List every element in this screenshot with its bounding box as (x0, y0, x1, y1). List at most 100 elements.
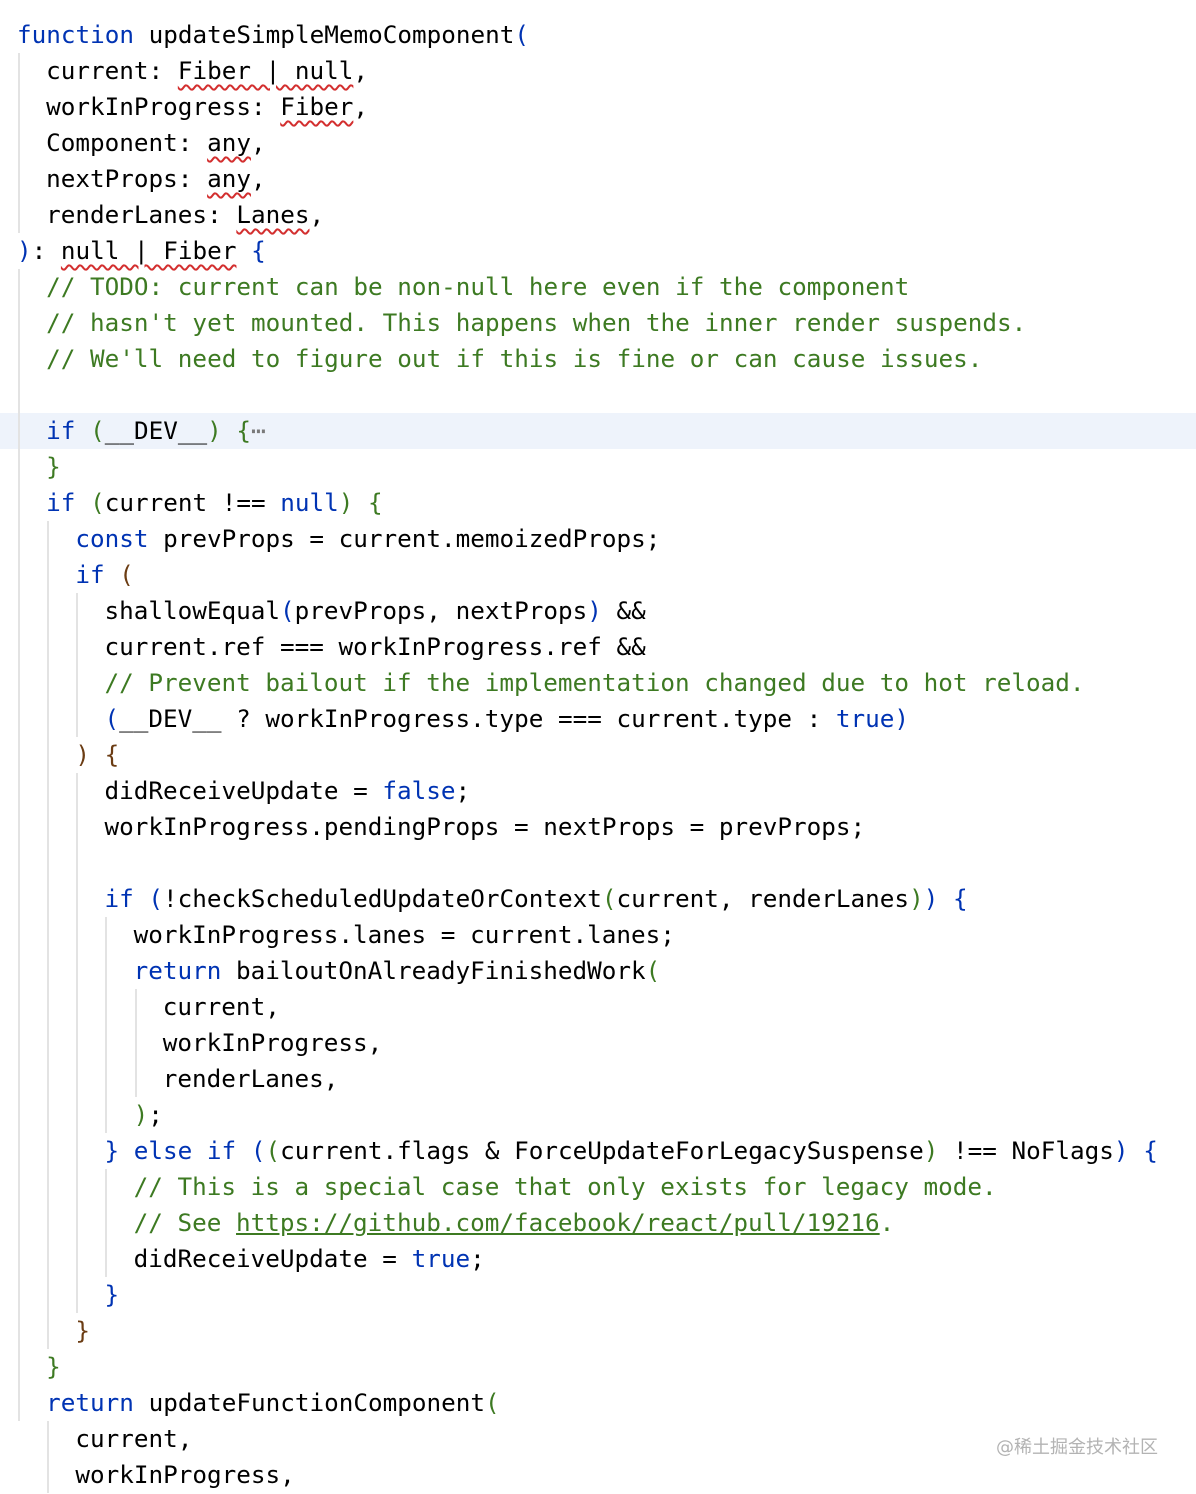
code-line[interactable]: return bailoutOnAlreadyFinishedWork( (0, 953, 1196, 989)
code-token (192, 1136, 207, 1165)
code-token: updateFunctionComponent (133, 1388, 486, 1417)
code-line[interactable]: // TODO: current can be non-null here ev… (0, 269, 1196, 305)
code-token (75, 488, 90, 517)
comment-token: // We'll need to figure out if this is f… (46, 344, 983, 373)
indent-guide (105, 917, 108, 1133)
code-token: __DEV__ (104, 416, 208, 445)
comment-token: // See (133, 1208, 237, 1237)
code-token: workInProgress.lanes = current.lanes; (133, 920, 675, 949)
code-line[interactable]: didReceiveUpdate = false; (0, 773, 1196, 809)
code-line-content: workInProgress, (75, 1457, 294, 1493)
code-line-content: // This is a special case that only exis… (134, 1169, 997, 1205)
code-line[interactable]: const prevProps = current.memoizedProps; (0, 521, 1196, 557)
watermark: @稀土掘金技术社区 (996, 1437, 1158, 1458)
code-line[interactable]: // This is a special case that only exis… (0, 1169, 1196, 1205)
link[interactable]: https://github.com/facebook/react/pull/1… (236, 1208, 880, 1237)
code-token: workInProgress.pendingProps = nextProps … (104, 812, 866, 841)
code-line[interactable]: } (0, 1349, 1196, 1385)
code-line-content: ): null | Fiber { (17, 233, 266, 269)
keyword-token: const (75, 524, 149, 553)
code-line[interactable]: } (0, 449, 1196, 485)
code-token: current, (162, 992, 280, 1021)
code-line[interactable]: current, (0, 1421, 1196, 1457)
code-line[interactable]: current.ref === workInProgress.ref && (0, 629, 1196, 665)
code-line-content: current: Fiber | null, (46, 53, 368, 89)
code-line[interactable]: return updateFunctionComponent( (0, 1385, 1196, 1421)
code-line[interactable]: if (current !== null) { (0, 485, 1196, 521)
indent-guide (134, 989, 137, 1097)
code-line[interactable]: current, (0, 989, 1196, 1025)
code-line[interactable]: ): null | Fiber { (0, 233, 1196, 269)
keyword-token: if (46, 488, 76, 517)
code-line[interactable]: current: Fiber | null, (0, 53, 1196, 89)
bracket: { (1143, 1136, 1158, 1165)
code-line-content: renderLanes: Lanes, (46, 197, 324, 233)
code-line-content: } (104, 1277, 119, 1313)
fold-ellipsis-icon[interactable]: ⋯ (251, 416, 266, 445)
code-token: , (353, 92, 368, 121)
code-line[interactable]: if ( (0, 557, 1196, 593)
code-line-content: if (current !== null) { (46, 485, 383, 521)
keyword-token: if (206, 1136, 237, 1165)
code-line[interactable]: workInProgress.lanes = current.lanes; (0, 917, 1196, 953)
code-token: current.ref === workInProgress.ref && (104, 632, 646, 661)
code-line[interactable]: ); (0, 1097, 1196, 1133)
code-token: , (309, 200, 325, 229)
code-line[interactable]: workInProgress.pendingProps = nextProps … (0, 809, 1196, 845)
comment-token: // TODO: current can be non-null here ev… (46, 272, 910, 301)
bracket: ) (587, 596, 602, 625)
code-token (236, 1136, 251, 1165)
code-token: prevProps = current.memoizedProps; (148, 524, 661, 553)
code-line[interactable]: ) { (0, 737, 1196, 773)
code-line[interactable]: shallowEqual(prevProps, nextProps) && (0, 593, 1196, 629)
code-line[interactable]: function updateSimpleMemoComponent( (0, 17, 1196, 53)
code-line[interactable]: Component: any, (0, 125, 1196, 161)
indent-guide (47, 521, 50, 1349)
code-token: bailoutOnAlreadyFinishedWork (221, 956, 646, 985)
code-token: workInProgress: (46, 92, 281, 121)
bracket: ( (601, 884, 617, 913)
code-line[interactable]: workInProgress, (0, 1457, 1196, 1493)
code-line[interactable]: nextProps: any, (0, 161, 1196, 197)
code-line-content: const prevProps = current.memoizedProps; (75, 521, 660, 557)
code-line-content: if ( (75, 557, 134, 593)
code-token: current, renderLanes (616, 884, 910, 913)
code-line[interactable]: didReceiveUpdate = true; (0, 1241, 1196, 1277)
code-line[interactable]: // hasn't yet mounted. This happens when… (0, 305, 1196, 341)
code-token: : (31, 236, 61, 265)
bracket: ( (280, 596, 295, 625)
code-line[interactable]: (__DEV__ ? workInProgress.type === curre… (0, 701, 1196, 737)
code-token: Component: (46, 128, 208, 157)
keyword-token: return (133, 956, 222, 985)
code-line[interactable] (0, 845, 1196, 881)
code-token: workInProgress, (162, 1028, 383, 1057)
code-line-content: // Prevent bailout if the implementation… (104, 665, 1084, 701)
code-line-content: ) { (75, 737, 119, 773)
code-line[interactable]: if (__DEV__) {⋯ (0, 413, 1196, 449)
code-line-content: current.ref === workInProgress.ref && (104, 629, 645, 665)
indent-guide (105, 1169, 108, 1277)
bracket: ( (104, 704, 120, 733)
code-line-content: current, (163, 989, 280, 1025)
code-token: didReceiveUpdate = (104, 776, 383, 805)
code-line[interactable]: workInProgress, (0, 1025, 1196, 1061)
code-line[interactable]: renderLanes: Lanes, (0, 197, 1196, 233)
comment-token: // hasn't yet mounted. This happens when… (46, 308, 1027, 337)
code-line[interactable]: } (0, 1277, 1196, 1313)
code-line[interactable]: // See https://github.com/facebook/react… (0, 1205, 1196, 1241)
code-token: ; (148, 1100, 163, 1129)
code-line[interactable]: } (0, 1313, 1196, 1349)
bracket: ( (148, 884, 164, 913)
code-line[interactable]: renderLanes, (0, 1061, 1196, 1097)
code-line[interactable]: // Prevent bailout if the implementation… (0, 665, 1196, 701)
code-line[interactable]: if (!checkScheduledUpdateOrContext(curre… (0, 881, 1196, 917)
code-line[interactable]: // We'll need to figure out if this is f… (0, 341, 1196, 377)
bracket: ( (645, 956, 661, 985)
bracket: } (46, 1352, 61, 1381)
code-line[interactable]: } else if ((current.flags & ForceUpdateF… (0, 1133, 1196, 1169)
keyword-token: return (46, 1388, 134, 1417)
code-line[interactable] (0, 377, 1196, 413)
code-token (75, 416, 90, 445)
code-line[interactable]: workInProgress: Fiber, (0, 89, 1196, 125)
